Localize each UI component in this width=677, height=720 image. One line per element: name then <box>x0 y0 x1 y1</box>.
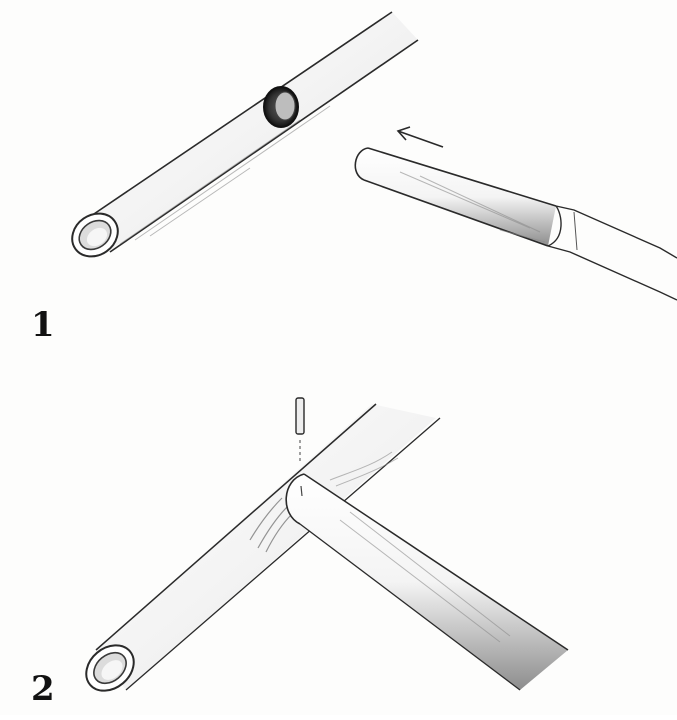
step-number-2: 2 <box>31 672 55 706</box>
step1-insert-tube <box>355 148 677 300</box>
step1-main-tube <box>64 12 418 265</box>
step-number-1: 1 <box>31 308 55 342</box>
step2-cross-tube <box>286 474 568 690</box>
step2-figure <box>77 398 568 700</box>
step1-drilled-hole <box>264 87 298 127</box>
step1-direction-arrow <box>398 127 443 147</box>
step1-figure <box>64 12 677 300</box>
